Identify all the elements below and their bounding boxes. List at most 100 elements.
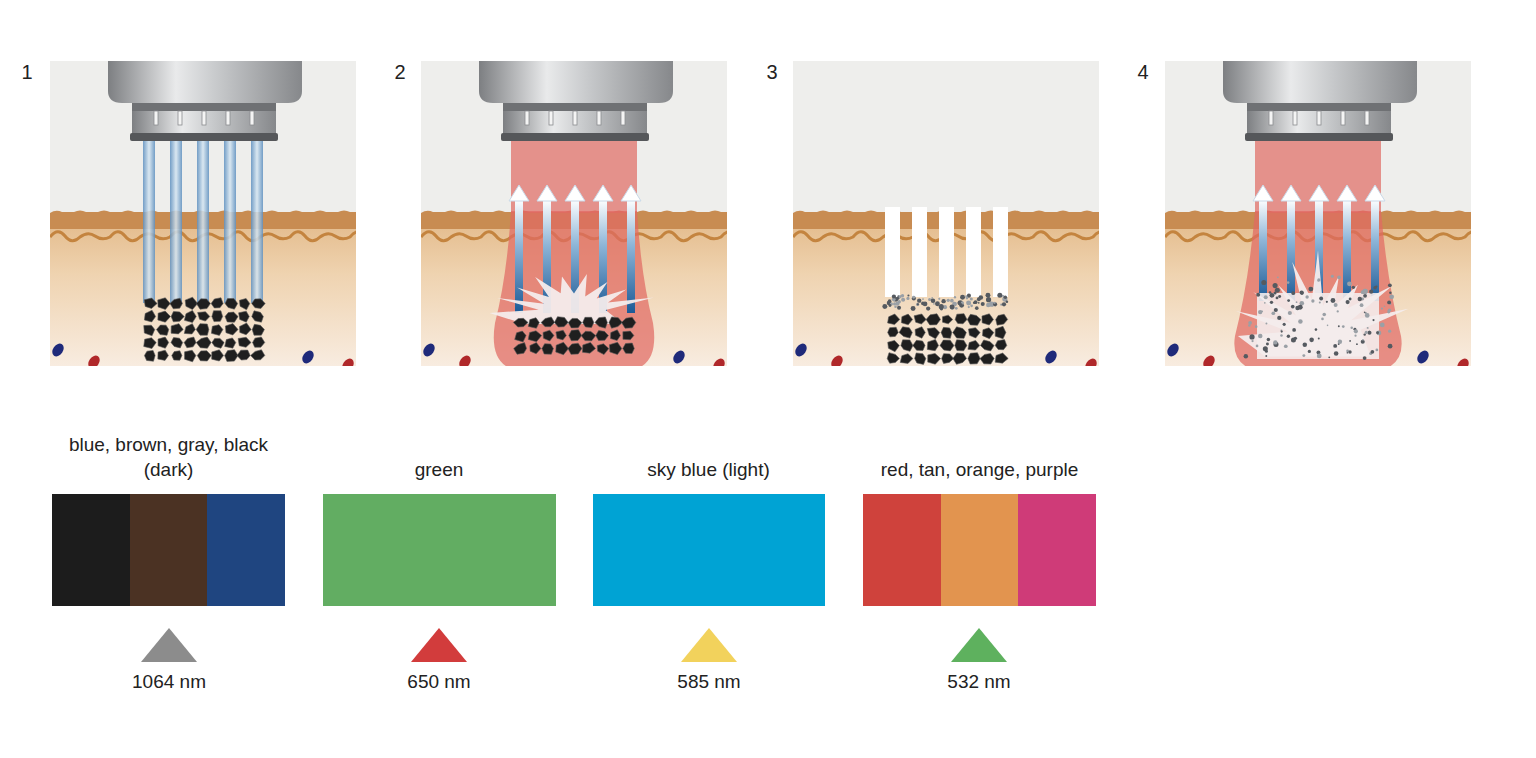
ink-particle (172, 351, 182, 360)
ink-particle (955, 314, 967, 324)
ink-fragment (1296, 301, 1298, 303)
ink-fragment (1266, 343, 1269, 346)
laser-pulse (170, 141, 182, 303)
ring-slot (1317, 111, 1321, 125)
arrow-head (593, 185, 613, 201)
arrow-shaft (1371, 199, 1379, 301)
panel (793, 61, 1099, 366)
blood-cell (340, 356, 356, 366)
ink-particle (968, 328, 980, 338)
ink-fragment (1303, 342, 1308, 347)
ink-fragment (1337, 310, 1339, 312)
ink-fragment (1361, 340, 1365, 344)
ink-fragment (950, 299, 954, 303)
ring-slot (549, 111, 553, 125)
ink-particle (528, 318, 539, 329)
ink-fragment (940, 307, 943, 310)
ink-particle (609, 342, 621, 354)
ring-slot (1293, 111, 1297, 125)
ink-fragment (1291, 337, 1296, 342)
ink-particle (581, 331, 596, 341)
ink-fragment (1362, 339, 1364, 341)
ink-fragment (1284, 344, 1288, 348)
blood-cell (671, 348, 687, 365)
ink-particle (225, 324, 238, 335)
blood-cell (1455, 356, 1471, 366)
ink-particle (184, 337, 196, 348)
panel (1165, 61, 1471, 366)
swatch-heading: blue, brown, gray, black (dark) (69, 432, 269, 483)
ink-fragment (1326, 301, 1328, 303)
ink-fragment (1363, 294, 1367, 298)
color-stripe (52, 494, 130, 606)
ink-fragment (1004, 295, 1007, 298)
ink-fragment (1328, 356, 1330, 358)
swatch-heading: sky blue (light) (609, 457, 809, 483)
ink-fragment (1302, 354, 1305, 357)
blood-cell (300, 348, 316, 365)
ink-fragment (1264, 295, 1268, 299)
ink-fragment (1354, 335, 1356, 337)
ink-particle (225, 298, 238, 309)
ink-fragment (1331, 298, 1336, 303)
ink-fragment (1317, 353, 1322, 358)
ink-fragment (1318, 338, 1320, 340)
ink-fragment (1389, 345, 1391, 347)
ink-fragment (897, 306, 901, 310)
blood-cell (86, 353, 102, 366)
blood-cell (711, 356, 727, 366)
ink-fragment (1270, 293, 1275, 298)
ink-particle (196, 299, 210, 309)
ink-fragment (1311, 299, 1314, 302)
arrow-shaft (1259, 199, 1267, 301)
swatch-heading: green (339, 457, 539, 483)
ink-particle (968, 353, 980, 364)
ink-fragment (965, 295, 967, 297)
ink-fragment (986, 297, 991, 302)
ink-fragment (1298, 319, 1302, 323)
panel (421, 61, 727, 366)
ink-particle (996, 314, 1008, 325)
color-stripe (863, 494, 941, 606)
color-swatch: red, tan, orange, purple (863, 494, 1096, 606)
handpiece-ring (503, 111, 647, 135)
ink-particle (514, 343, 527, 355)
blood-cell (793, 341, 809, 358)
ink-fragment (1388, 330, 1391, 333)
ink-particle (953, 327, 967, 339)
ink-fragment (1369, 290, 1373, 294)
ink-fragment (1337, 276, 1341, 280)
tissue-channel (993, 207, 1008, 297)
ink-fragment (1327, 325, 1329, 327)
ink-fragment (1308, 287, 1313, 292)
ink-fragment (1360, 303, 1364, 307)
ink-fragment (1271, 311, 1275, 315)
ink-fragment (928, 298, 931, 301)
ink-particle (595, 317, 607, 328)
ink-fragment (1365, 331, 1368, 334)
ink-particle (144, 325, 155, 336)
ink-fragment (1352, 286, 1355, 289)
blood-cell (457, 353, 473, 366)
ink-particle (967, 314, 981, 325)
ink-fragment (1265, 355, 1267, 357)
ink-fragment (1291, 305, 1295, 309)
ink-fragment (990, 302, 992, 304)
ink-fragment (975, 306, 979, 310)
ring-slot (573, 111, 577, 125)
ink-fragment (950, 305, 955, 310)
ink-fragment (1349, 298, 1352, 301)
ink-fragment (933, 303, 935, 305)
ink-fragment (1292, 328, 1296, 332)
wavelength-label: 585 nm (677, 671, 740, 693)
ink-fragment (997, 293, 1002, 298)
ink-particle (623, 343, 635, 353)
ink-particle (901, 314, 912, 325)
ink-fragment (974, 300, 978, 304)
ink-particle (556, 342, 569, 354)
ink-particle (914, 314, 926, 324)
ink-particle (185, 350, 196, 362)
panel-number: 4 (1137, 61, 1148, 84)
ink-fragment (1256, 293, 1260, 297)
